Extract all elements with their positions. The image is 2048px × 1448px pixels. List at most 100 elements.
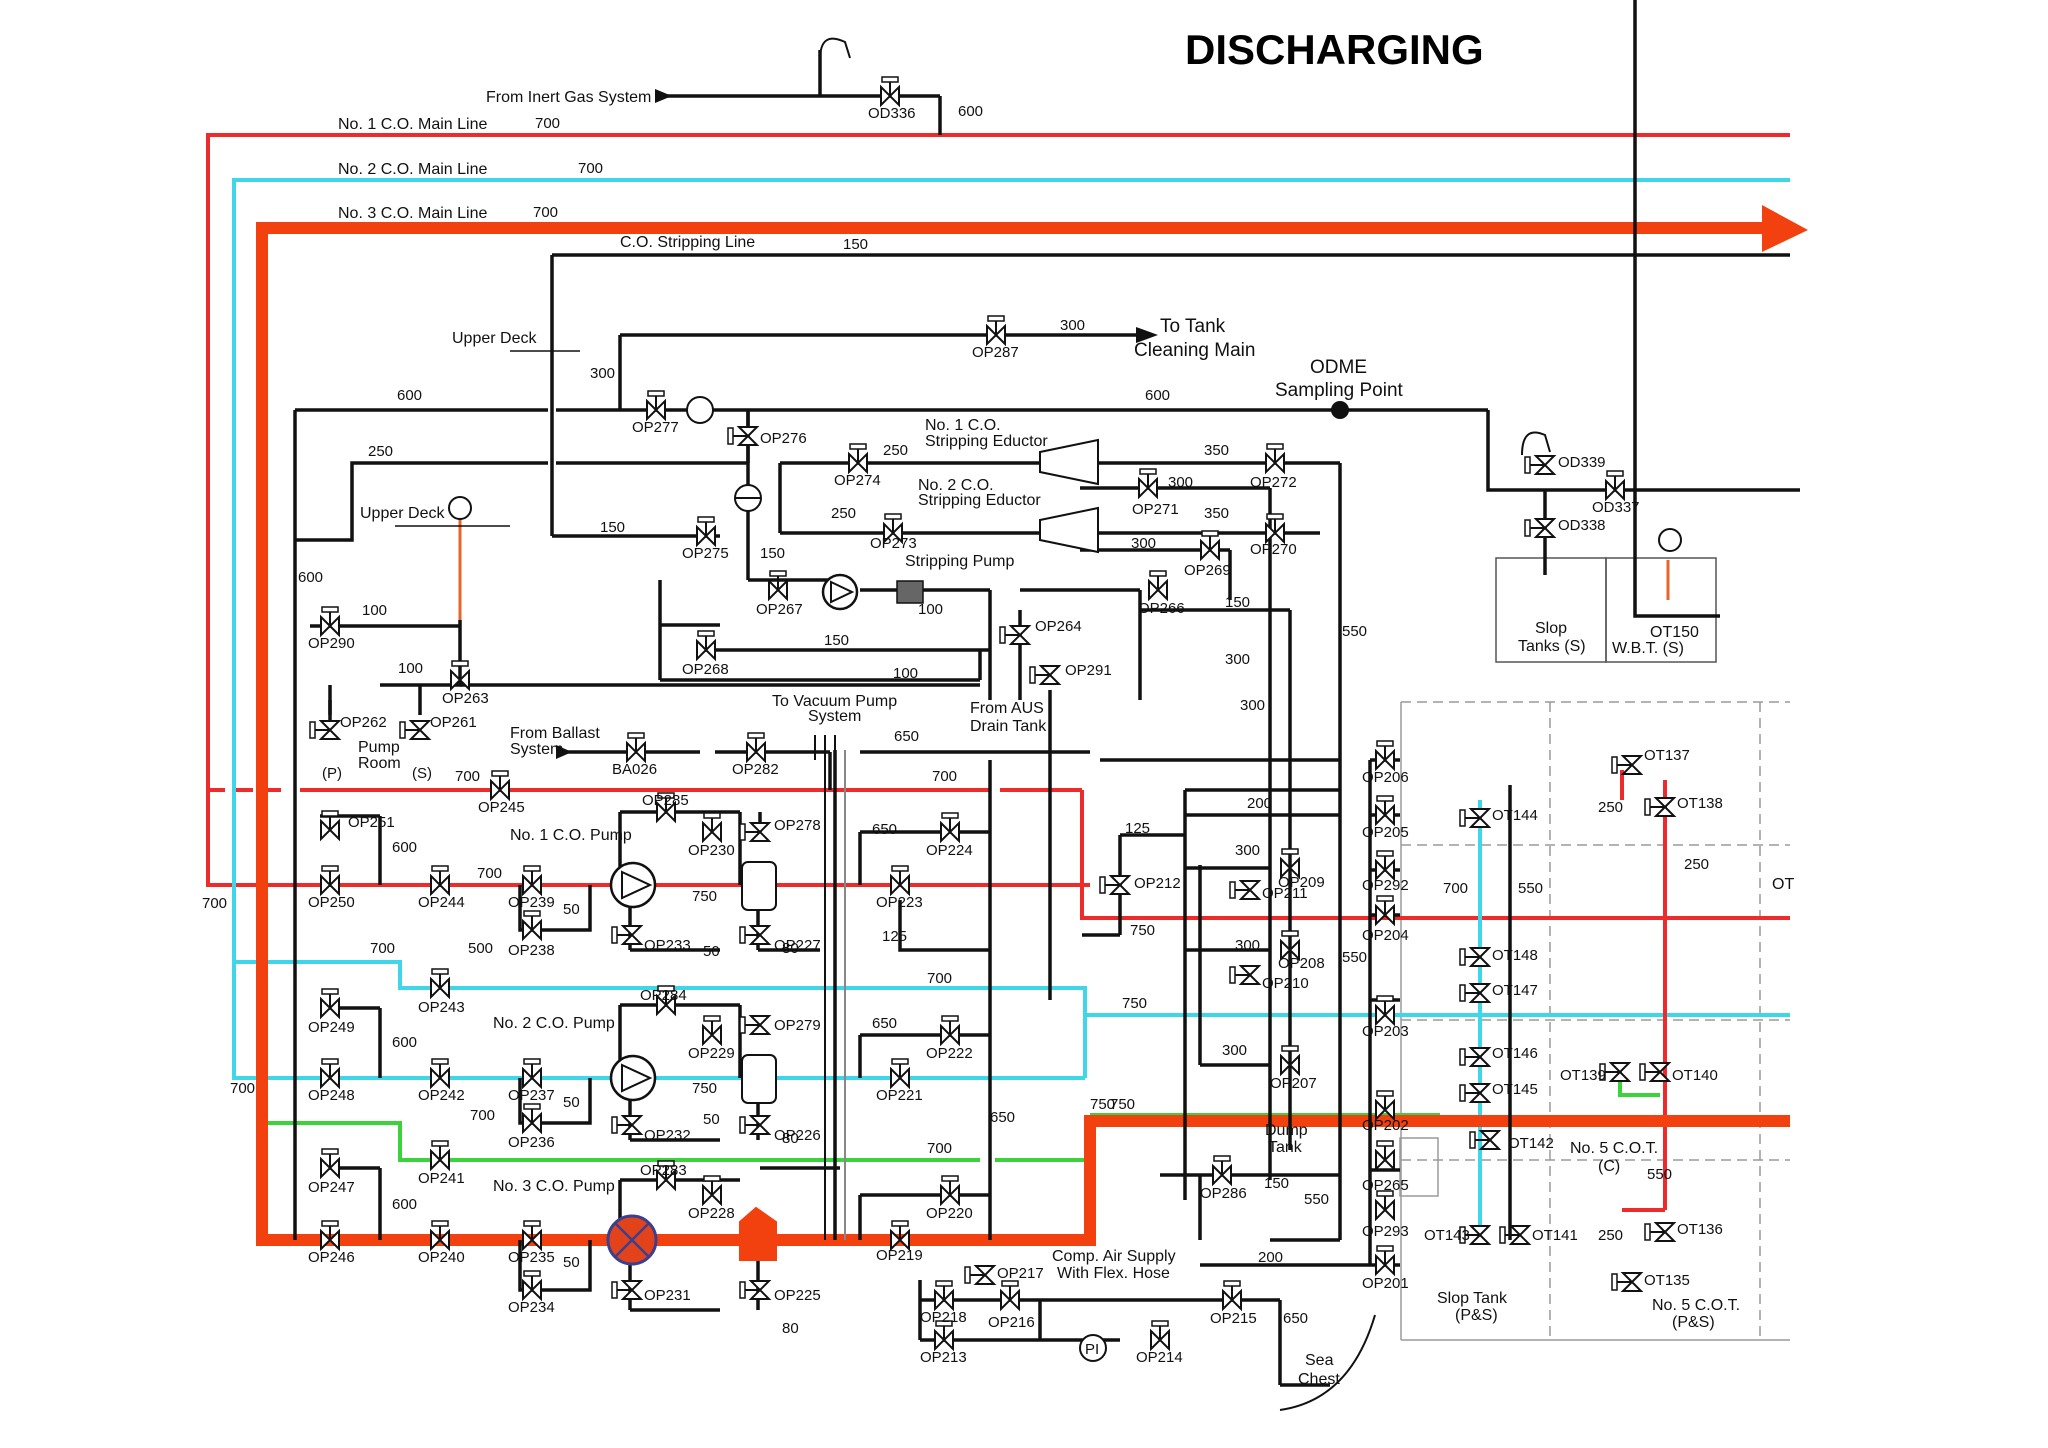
pipe-size-label: 500 — [468, 940, 493, 957]
valve-tag: OP272 — [1250, 474, 1297, 491]
pipe-size-label: 300 — [1240, 697, 1265, 714]
pipe-size-label: 100 — [918, 601, 943, 618]
valve-icon — [1280, 848, 1300, 880]
valve-tag: OT138 — [1677, 795, 1723, 812]
valve-tag: OP227 — [774, 937, 821, 954]
valve-icon — [656, 1160, 676, 1192]
pipe-size-label: 300 — [1225, 651, 1250, 668]
valve-tag: OP211 — [1262, 885, 1308, 902]
valve-tag: OP268 — [682, 661, 729, 678]
valve-tag: OP283 — [640, 1162, 687, 1179]
pipe-size-label: 100 — [398, 660, 423, 677]
svg-text:W.B.T. (S): W.B.T. (S) — [1612, 640, 1684, 657]
valve-tag: OT142 — [1508, 1135, 1554, 1152]
valve-tag: OP274 — [834, 472, 881, 489]
pipe-size-label: 150 — [1225, 594, 1250, 611]
valve-tag: BA026 — [612, 761, 657, 778]
svg-text:Room: Room — [358, 755, 401, 772]
svg-text:OT150: OT150 — [1650, 624, 1699, 641]
valve-tag: OD338 — [1558, 517, 1606, 534]
pipe-size-label: 750 — [1090, 1096, 1115, 1113]
valve-tag: OP241 — [418, 1170, 465, 1187]
valve-tag: OP233 — [644, 937, 691, 954]
valve-tag: OP239 — [508, 894, 555, 911]
valve-tag: OP269 — [1184, 562, 1231, 579]
valve-icon — [626, 732, 646, 764]
pipe-size-label: 100 — [362, 602, 387, 619]
pipe-size-label: 80 — [782, 1130, 799, 1147]
pipe-size-label: 150 — [1264, 1175, 1289, 1192]
pipe-size-label: 550 — [1304, 1191, 1329, 1208]
pipe-size-label: 700 — [230, 1080, 255, 1097]
valve-icon — [986, 315, 1006, 347]
pipe-size-label: 700 — [455, 768, 480, 785]
valve-icon — [1469, 1130, 1502, 1150]
svg-text:From AUS: From AUS — [970, 700, 1044, 717]
tank-cleaning-arrow-icon — [1136, 327, 1158, 343]
separator-icons — [739, 861, 777, 1261]
valve-tag: OP265 — [1362, 1177, 1409, 1194]
valve-tag: OP232 — [644, 1127, 691, 1144]
valve-icon — [934, 1280, 954, 1312]
valve-icon — [320, 1148, 340, 1180]
pipe-size-label: 700 — [470, 1107, 495, 1124]
pipe-size-label: 80 — [782, 940, 799, 957]
valve-icon — [1611, 755, 1644, 775]
valve-icon — [1375, 1140, 1395, 1172]
valve-icon — [940, 812, 960, 844]
valve-icon — [1375, 740, 1395, 772]
pipe-size-label: 50 — [703, 943, 720, 960]
valve-tag: OP240 — [418, 1249, 465, 1266]
svg-text:Stripping Eductor: Stripping Eductor — [918, 492, 1041, 509]
pipe-size-label: 250 — [1598, 1227, 1623, 1244]
pipe-size-label: 600 — [392, 1034, 417, 1051]
svg-text:Slop: Slop — [1535, 620, 1567, 637]
valve-tag: OT146 — [1492, 1045, 1538, 1062]
valve-icon — [1459, 808, 1492, 828]
svg-text:Tanks (S): Tanks (S) — [1518, 638, 1586, 655]
valve-icon — [1459, 947, 1492, 967]
pipe-size-label: 700 — [477, 865, 502, 882]
valve-tag: OP293 — [1362, 1223, 1409, 1240]
valve-tag: OP277 — [632, 419, 679, 436]
svg-text:Tank: Tank — [1268, 1139, 1303, 1156]
valve-icon — [450, 660, 470, 692]
valve-tag: OP250 — [308, 894, 355, 911]
valve-tag: OP243 — [418, 999, 465, 1016]
valve-tag: OD337 — [1592, 499, 1640, 516]
valve-tag: OP205 — [1362, 824, 1409, 841]
svg-text:Upper Deck: Upper Deck — [360, 505, 445, 522]
valve-tag: OP275 — [682, 545, 729, 562]
pipe-size-label: 750 — [692, 888, 717, 905]
valve-tag: OP261 — [430, 714, 477, 731]
valve-icon — [646, 390, 666, 422]
pipe-size-label: 600 — [1145, 387, 1170, 404]
valve-tag: OP226 — [774, 1127, 821, 1144]
valve-icon — [430, 968, 450, 1000]
valve-tag: OP203 — [1362, 1023, 1409, 1040]
valve-icon — [890, 1220, 910, 1252]
pipe-size-label: 50 — [563, 901, 580, 918]
pipe-size-label: 650 — [872, 1015, 897, 1032]
valve-icon — [1222, 1280, 1242, 1312]
valve-tag: OP231 — [644, 1287, 691, 1304]
vacuum-pipes — [814, 735, 836, 1240]
valve-icon — [1280, 1045, 1300, 1077]
valve-tag: OP201 — [1362, 1275, 1409, 1292]
svg-text:(P): (P) — [322, 765, 342, 782]
svg-text:No. 2 C.O. Pump: No. 2 C.O. Pump — [493, 1015, 615, 1032]
valve-icon — [1375, 1090, 1395, 1122]
valve-tag: OT145 — [1492, 1081, 1538, 1098]
pipe-size-label: 650 — [872, 821, 897, 838]
valve-icon — [522, 1058, 542, 1090]
valve-icon — [739, 1015, 772, 1035]
svg-text:Dump: Dump — [1265, 1122, 1308, 1139]
pipe-size-label: 300 — [590, 365, 615, 382]
valve-tag: OT141 — [1532, 1227, 1578, 1244]
valve-icon — [1605, 470, 1625, 502]
svg-text:(P&S): (P&S) — [1455, 1307, 1498, 1324]
valve-icon — [1150, 1320, 1170, 1352]
valve-icon — [1611, 1272, 1644, 1292]
valve-tag: OP264 — [1035, 618, 1082, 635]
pipe-size-label: 300 — [1131, 535, 1156, 552]
